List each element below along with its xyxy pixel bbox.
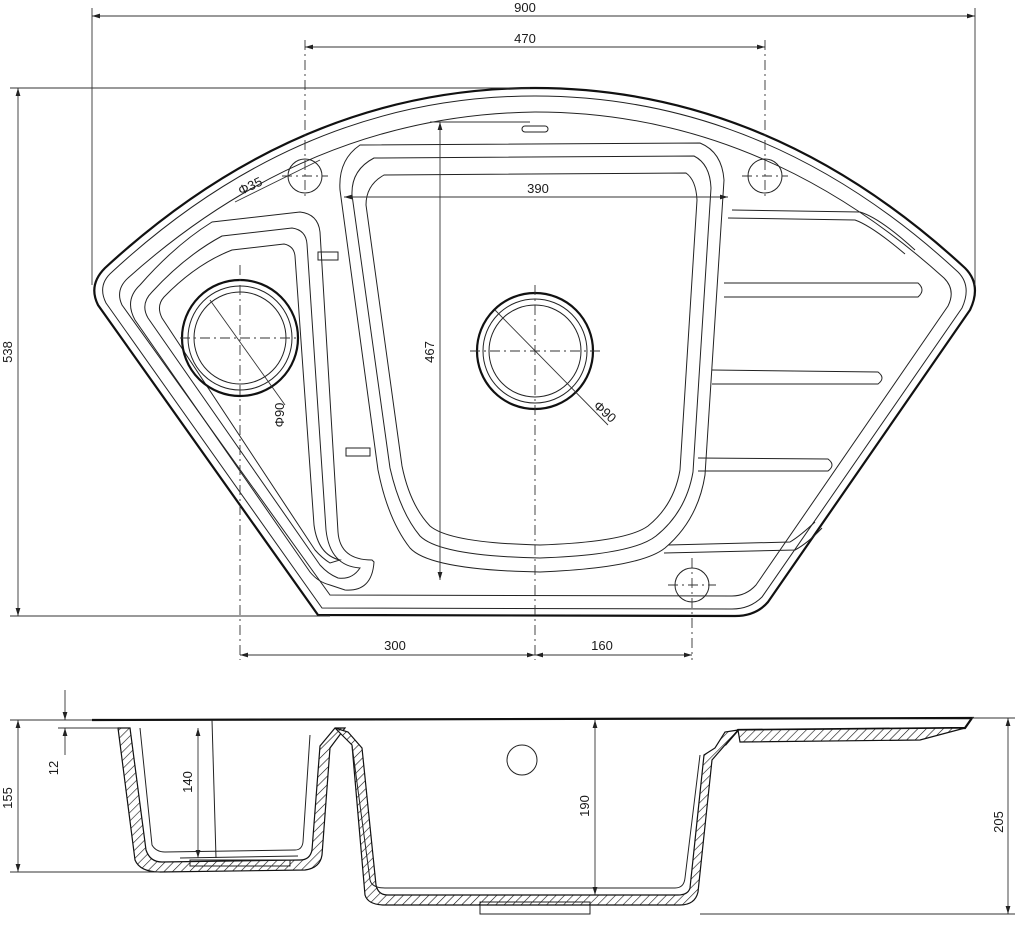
- drainer-groove-5: [667, 521, 816, 546]
- dim-label-bowl-length: 467: [422, 341, 437, 363]
- small-bowl-outline: [130, 211, 375, 591]
- large-bowl-section-wall: [334, 727, 740, 906]
- drainer-groove-2: [724, 282, 923, 298]
- small-bowl-drain-flange: [189, 859, 291, 867]
- dim-label-hole-spacing: 470: [514, 31, 536, 46]
- leader-large-drain: [494, 309, 609, 426]
- large-bowl-drain-flange: [479, 901, 591, 915]
- large-bowl-floor: [365, 172, 698, 546]
- dim-label-drain-offset-right: 160: [591, 638, 613, 653]
- drainer-groove-1b: [727, 217, 906, 255]
- dim-label-rim-thickness: 12: [46, 761, 61, 775]
- large-bowl-inner: [351, 155, 712, 559]
- overflow-slot: [521, 125, 549, 133]
- dim-label-small-bowl-depth: 140: [180, 771, 195, 793]
- top-view: 900 470 390 Φ35 538 467 Φ90 Φ90 300 160: [0, 0, 977, 660]
- dim-label-large-drain: Φ90: [591, 398, 619, 426]
- small-bowl-section-inner: [139, 727, 311, 853]
- dim-label-small-drain: Φ90: [272, 403, 287, 428]
- small-bowl-inner: [144, 227, 361, 579]
- dim-label-large-bowl-depth: 190: [577, 795, 592, 817]
- drainer-section: [737, 727, 966, 743]
- dim-label-overall-height: 205: [991, 811, 1006, 833]
- large-bowl-outline: [339, 142, 725, 573]
- drainer-groove-4: [697, 457, 833, 472]
- dim-label-total-depth: 538: [0, 341, 15, 363]
- dim-label-total-width: 900: [514, 0, 536, 15]
- drainer-groove-1: [731, 209, 916, 251]
- overflow-notch-lower: [345, 447, 371, 457]
- sink-outer-outline: [93, 86, 977, 618]
- dim-label-drain-offset-left: 300: [384, 638, 406, 653]
- large-bowl-section-inner: [351, 744, 701, 889]
- rim-border: [119, 111, 952, 597]
- leader-small-drain: [209, 299, 286, 406]
- leader-tap-hole: [234, 159, 321, 203]
- overflow-hole-section: [506, 744, 538, 776]
- small-bowl-floor: [158, 243, 342, 564]
- dim-ext-small-depth: [211, 719, 217, 859]
- drainer-groove-3: [711, 369, 883, 385]
- dim-label-small-bowl-height: 155: [0, 787, 15, 809]
- sink-outer-outline-inner: [102, 95, 967, 610]
- overflow-notch-left: [317, 251, 339, 261]
- dim-label-bowl-width: 390: [527, 181, 549, 196]
- side-section-view: 12 155 140 190 205: [0, 690, 1015, 915]
- drainer-groove-5b: [663, 527, 823, 554]
- small-bowl-section-wall: [117, 727, 347, 873]
